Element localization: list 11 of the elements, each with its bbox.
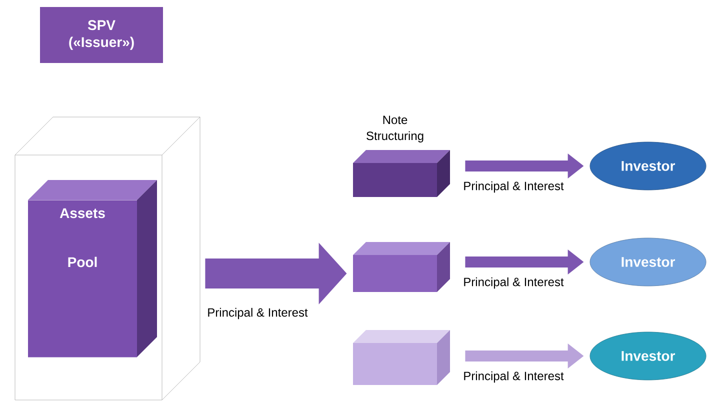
cube-drawing: Assets Pool: [28, 180, 157, 358]
edge-label: Principal & Interest: [208, 308, 308, 320]
cube-drawing: [353, 330, 450, 385]
spv-box: SPV («Issuer»): [40, 7, 163, 63]
node-label: Note Structuring: [366, 116, 424, 142]
cube-drawing: [353, 242, 450, 292]
outer-box-drawing: [14, 116, 200, 400]
cube-drawing: Note Structuring: [353, 116, 450, 197]
edge-label: Principal & Interest: [464, 277, 564, 289]
edge-label: Principal & Interest: [464, 371, 564, 383]
edge-label: Principal & Interest: [464, 181, 564, 193]
